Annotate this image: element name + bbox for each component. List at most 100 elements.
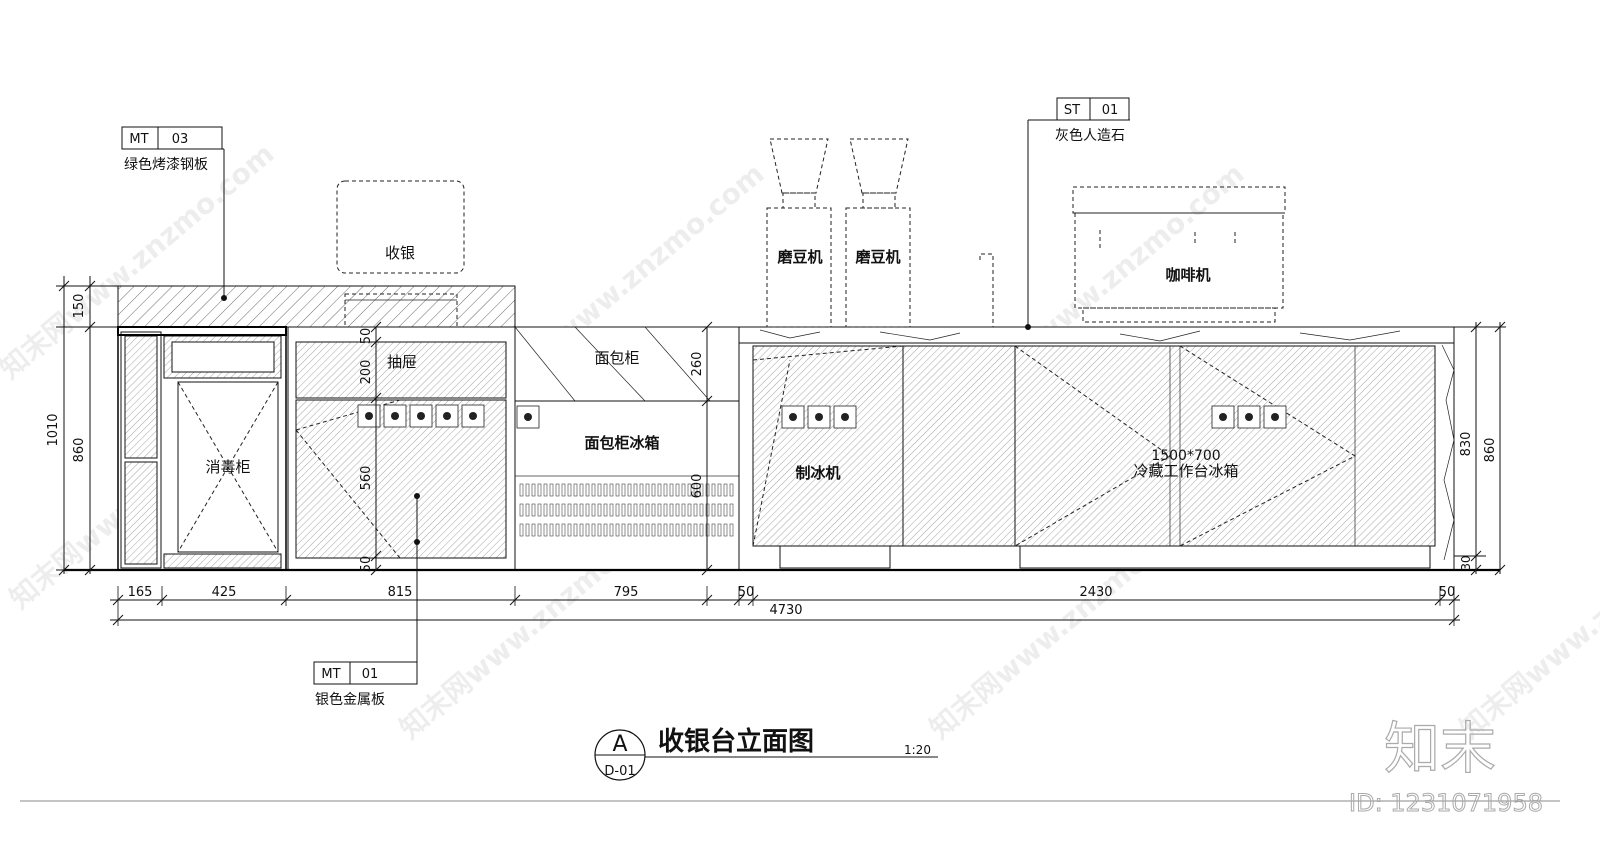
vent-slot — [603, 483, 608, 497]
vent-slot — [519, 483, 524, 497]
tag-mt03-code: MT — [129, 132, 148, 147]
vent-slot — [723, 483, 728, 497]
tag-mt03 — [121, 126, 227, 301]
dim-860-left: 860 — [72, 438, 87, 463]
vent-slot — [633, 503, 638, 517]
vent-slot — [627, 483, 632, 497]
vent-slot — [585, 503, 590, 517]
vent-slot — [573, 503, 578, 517]
vent-slot — [603, 523, 608, 537]
vent-slot — [591, 503, 596, 517]
ice-machine-label: 制冰机 — [795, 464, 840, 482]
vent-slot — [627, 503, 632, 517]
vent-slot — [663, 483, 668, 497]
vent-slot — [699, 503, 704, 517]
socket-row-2-holes — [789, 413, 1279, 421]
vent-slot — [543, 523, 548, 537]
svg-text:知末网www.znzmo.com: 知末网www.znzmo.com — [1453, 497, 1600, 745]
vent-slot — [573, 483, 578, 497]
vent-slot — [675, 483, 680, 497]
vent-slot — [543, 503, 548, 517]
dim-150: 150 — [72, 294, 87, 319]
vent-slot — [609, 523, 614, 537]
vent-slot — [681, 523, 686, 537]
title-block — [594, 729, 938, 781]
socket-row-1-holes — [365, 412, 477, 420]
vent-slot — [597, 483, 602, 497]
vent-slot — [657, 503, 662, 517]
watermark-id: ID: 1231071958 — [1349, 789, 1543, 817]
right-counter — [738, 326, 1455, 571]
vent-slot — [663, 523, 668, 537]
tag-st01-desc: 灰色人造石 — [1055, 127, 1125, 144]
grinder-1 — [766, 138, 832, 328]
vent-slot — [651, 483, 656, 497]
vent-slot — [681, 503, 686, 517]
vent-slot — [627, 523, 632, 537]
vent-slot — [693, 483, 698, 497]
dim-815: 815 — [388, 585, 413, 600]
vent-slot — [555, 503, 560, 517]
vent-slot — [615, 503, 620, 517]
bread-fridge-vents — [519, 483, 734, 537]
dim-lines-inner — [370, 321, 713, 576]
vent-slot — [621, 523, 626, 537]
bread-cabinet — [514, 326, 740, 571]
vent-slot — [579, 523, 584, 537]
sterilizer-unit — [117, 326, 287, 571]
vent-slot — [711, 523, 716, 537]
vent-slot — [687, 483, 692, 497]
vent-slot — [675, 523, 680, 537]
tag-mt01-num: 01 — [362, 667, 379, 682]
faucet — [979, 253, 994, 327]
vent-slot — [567, 503, 572, 517]
grinder-2 — [845, 138, 911, 328]
vent-slot — [525, 483, 530, 497]
title-text: 收银台立面图 — [658, 726, 814, 757]
title-letter: A — [612, 732, 627, 757]
fridge-size-label: 1500*700 — [1151, 448, 1220, 464]
vent-slot — [639, 483, 644, 497]
drawer-label: 抽屉 — [387, 353, 417, 371]
dim-inner-50-top: 50 — [359, 328, 374, 345]
vent-slot — [519, 523, 524, 537]
vent-slot — [549, 503, 554, 517]
vent-slot — [651, 503, 656, 517]
vent-slot — [669, 483, 674, 497]
vent-slot — [717, 523, 722, 537]
vent-slot — [669, 523, 674, 537]
vent-slot — [633, 523, 638, 537]
vent-slot — [549, 523, 554, 537]
vent-slot — [633, 483, 638, 497]
vent-slot — [693, 523, 698, 537]
vent-slot — [645, 523, 650, 537]
vent-slot — [699, 483, 704, 497]
vent-slot — [537, 503, 542, 517]
grinder-1-label: 磨豆机 — [776, 248, 822, 266]
vent-slot — [639, 523, 644, 537]
vent-slot — [567, 483, 572, 497]
vent-slot — [573, 523, 578, 537]
vent-slot — [669, 503, 674, 517]
dim-165: 165 — [128, 585, 153, 600]
vent-slot — [555, 523, 560, 537]
vent-slot — [531, 523, 536, 537]
dim-inner-560: 560 — [359, 466, 374, 491]
dim-inner-600: 600 — [690, 474, 705, 499]
title-scale: 1:20 — [904, 743, 931, 757]
vent-slot — [519, 503, 524, 517]
vent-slot — [531, 483, 536, 497]
cashier-drawer-outline — [344, 293, 458, 328]
vent-slot — [729, 503, 734, 517]
dim-lines-right — [1454, 321, 1506, 576]
dim-830: 830 — [1459, 432, 1474, 457]
vent-slot — [555, 483, 560, 497]
vent-slot — [681, 483, 686, 497]
vent-slot — [645, 503, 650, 517]
vent-slot — [561, 503, 566, 517]
vent-slot — [543, 483, 548, 497]
vent-slot — [615, 483, 620, 497]
vent-slot — [585, 523, 590, 537]
vent-slot — [663, 503, 668, 517]
vent-slot — [561, 483, 566, 497]
